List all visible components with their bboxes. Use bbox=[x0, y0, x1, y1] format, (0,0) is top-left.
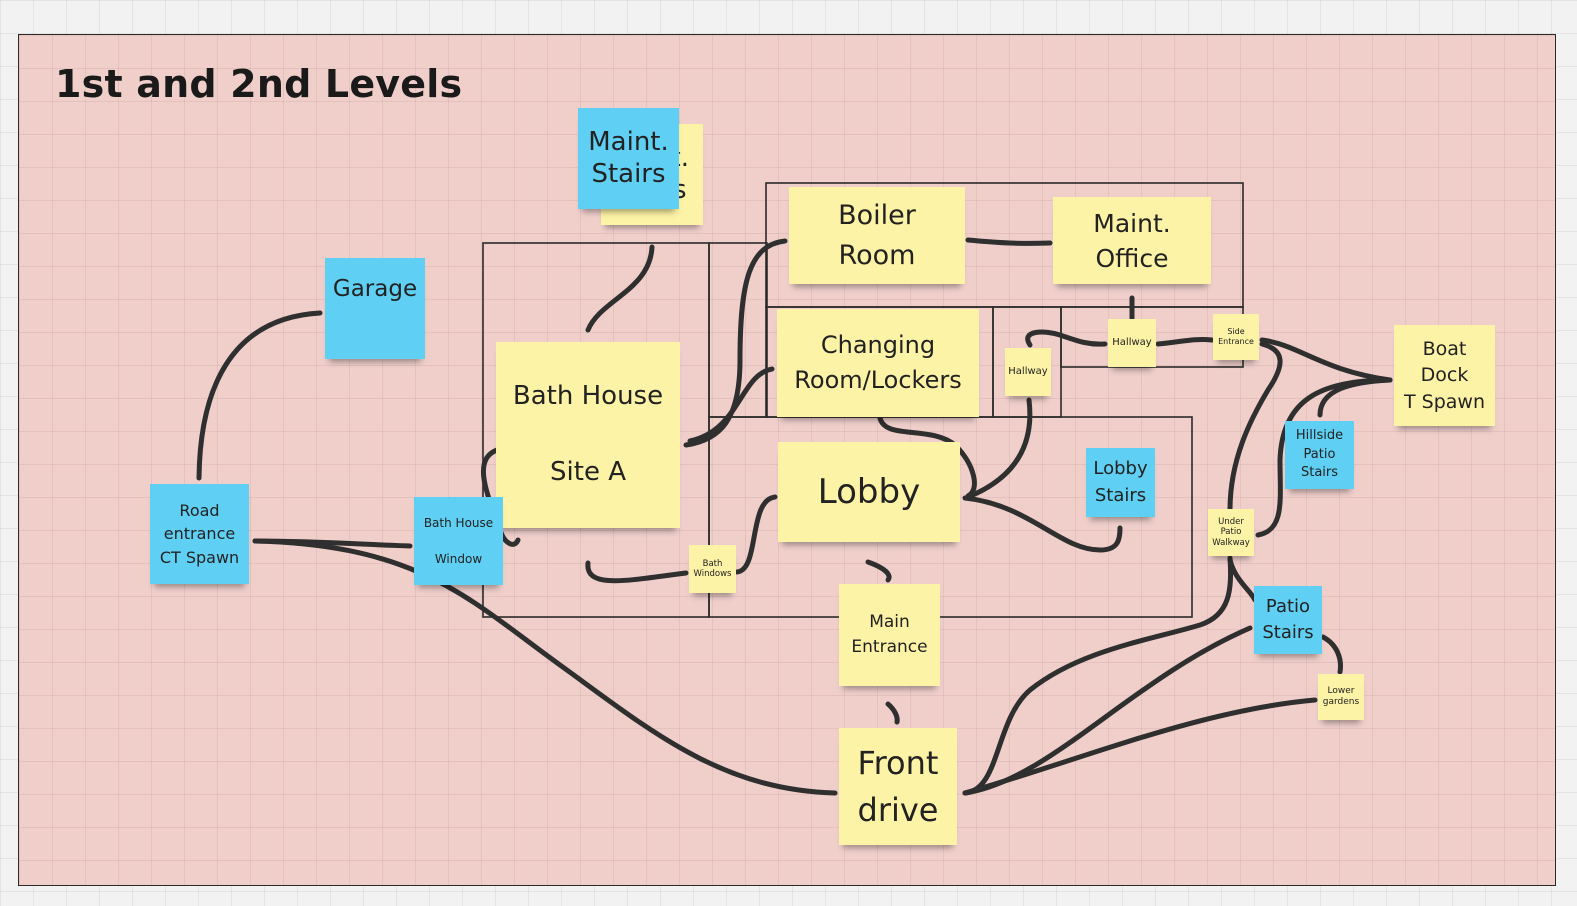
sticky-main-entrance[interactable]: Main Entrance bbox=[839, 584, 940, 686]
connector-frontdrive-underpatio bbox=[962, 555, 1234, 796]
connector-boiler-office bbox=[965, 237, 1053, 246]
connector-underpatio-patiostairs bbox=[1227, 557, 1258, 603]
sticky-bath-house-window[interactable]: Bath House Window bbox=[414, 497, 503, 585]
connector-garage-road bbox=[196, 310, 323, 481]
sticky-patio-stairs[interactable]: Patio Stairs bbox=[1254, 586, 1322, 654]
frame-title: 1st and 2nd Levels bbox=[55, 62, 463, 106]
connector-bathwindows-lobby bbox=[734, 494, 778, 575]
room-outlines bbox=[482, 182, 1244, 618]
sticky-side-entrance[interactable]: Side Entrance bbox=[1213, 314, 1259, 360]
sticky-boiler-room[interactable]: Boiler Room bbox=[789, 187, 965, 284]
connector-hallway-side bbox=[1155, 337, 1215, 347]
connector-frontdrive-lowergardens bbox=[962, 697, 1318, 796]
connector-lobby-mainentrance bbox=[865, 559, 892, 583]
sticky-maint-office[interactable]: Maint. Office bbox=[1053, 197, 1211, 284]
connector-lines bbox=[196, 237, 1393, 796]
sticky-hallway-left[interactable]: Hallway bbox=[1005, 348, 1051, 396]
connector-underpatio-side bbox=[1227, 341, 1283, 513]
sticky-under-patio-walkway[interactable]: Under Patio Walkway bbox=[1208, 509, 1254, 556]
sticky-changing-room[interactable]: Changing Room/Lockers bbox=[777, 309, 979, 417]
sticky-boat-dock[interactable]: Boat Dock T Spawn bbox=[1394, 325, 1495, 426]
sticky-maint-stairs[interactable]: Maint. Stairs bbox=[578, 108, 679, 209]
connector-hallway-lobby bbox=[965, 397, 1033, 500]
connector-mainentrance-frontdrive bbox=[885, 701, 900, 725]
sticky-lobby[interactable]: Lobby bbox=[778, 442, 960, 542]
connector-lobby-lobbystairs bbox=[962, 495, 1123, 553]
connector-hallway-hallway bbox=[1025, 329, 1108, 348]
sticky-lobby-stairs[interactable]: Lobby Stairs bbox=[1086, 448, 1155, 517]
sticky-lower-gardens[interactable]: Lower gardens bbox=[1318, 674, 1364, 720]
connector-road-frontdrive bbox=[252, 538, 838, 796]
connector-bathhouse-bathwindows bbox=[585, 560, 689, 584]
connector-underpatio-boatdock bbox=[1255, 377, 1393, 538]
connector-bathhouse-boiler bbox=[683, 238, 788, 448]
sticky-bath-house-site-a[interactable]: Bath House Site A bbox=[496, 342, 680, 528]
sticky-road-entrance[interactable]: Road entrance CT Spawn bbox=[150, 484, 249, 584]
connector-patiostairs-lowergardens bbox=[1320, 634, 1343, 675]
sticky-hillside-patio-stairs[interactable]: Hillside Patio Stairs bbox=[1285, 421, 1354, 489]
connector-maintstairs-bathhouse bbox=[585, 244, 655, 333]
connector-side-boatdock bbox=[1259, 337, 1393, 383]
sticky-hallway-right[interactable]: Hallway bbox=[1108, 319, 1156, 367]
sticky-front-drive[interactable]: Front drive bbox=[839, 728, 957, 845]
sticky-garage[interactable]: Garage bbox=[325, 258, 425, 359]
sticky-bath-windows[interactable]: Bath Windows bbox=[689, 545, 736, 593]
connector-bathhouse-changing bbox=[687, 366, 775, 444]
